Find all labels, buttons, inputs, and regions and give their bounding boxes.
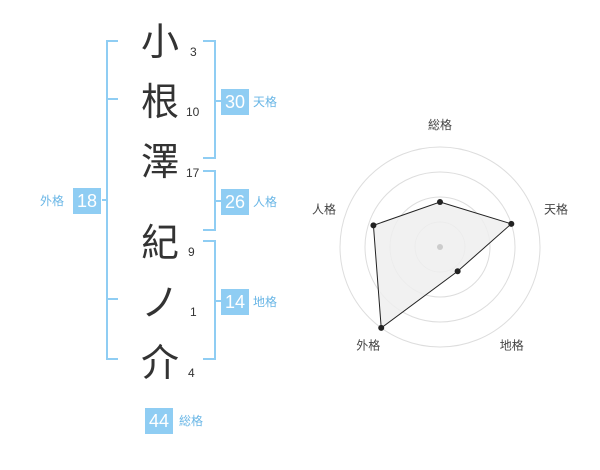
name-char-3: 澤 — [140, 140, 179, 184]
stroke-count-2: 10 — [186, 105, 200, 119]
radar-point — [370, 222, 377, 229]
soukaku-value-badge: 44 — [145, 408, 173, 434]
chikaku-label: 地格 — [253, 295, 278, 309]
soukaku-label: 総格 — [179, 414, 204, 428]
name-char-1: 小 — [140, 20, 179, 64]
radar-center-dot — [437, 244, 443, 250]
name-char-2: 根 — [140, 80, 179, 124]
radar-axis-label: 天格 — [544, 201, 568, 216]
tenkaku-bracket — [203, 40, 221, 159]
tenkaku-label: 天格 — [253, 95, 278, 109]
radar-axis-label: 人格 — [312, 201, 336, 216]
jinkaku-label: 人格 — [253, 195, 278, 209]
name-char-5: ノ — [140, 281, 179, 325]
radar-point — [508, 220, 515, 227]
chikaku-value-badge: 14 — [221, 289, 249, 315]
radar-ring — [339, 146, 541, 348]
radar-axis-label: 地格 — [500, 338, 524, 353]
chikaku-bracket — [203, 240, 221, 360]
gaikaku-label: 外格 — [40, 194, 65, 208]
stroke-count-1: 3 — [190, 45, 197, 59]
stroke-count-3: 17 — [186, 166, 200, 180]
radar-point — [454, 268, 461, 275]
radar-polygon — [372, 201, 513, 329]
jinkaku-bracket — [203, 170, 221, 231]
radar-axis-label: 外格 — [356, 338, 380, 353]
jinkaku-value-badge: 26 — [221, 189, 249, 215]
radar-axis-label: 総格 — [428, 117, 452, 132]
stroke-count-6: 4 — [188, 366, 195, 380]
stroke-count-5: 1 — [190, 305, 197, 319]
tenkaku-value-badge: 30 — [221, 89, 249, 115]
name-char-4: 紀 — [140, 221, 179, 265]
gaikaku-value-badge: 18 — [73, 188, 101, 214]
radar-point — [378, 324, 385, 331]
radar-point — [437, 199, 443, 205]
gaikaku-bracket — [102, 40, 118, 360]
name-char-6: 介 — [140, 341, 179, 385]
stroke-count-4: 9 — [188, 245, 195, 259]
radar-ring — [364, 171, 516, 323]
